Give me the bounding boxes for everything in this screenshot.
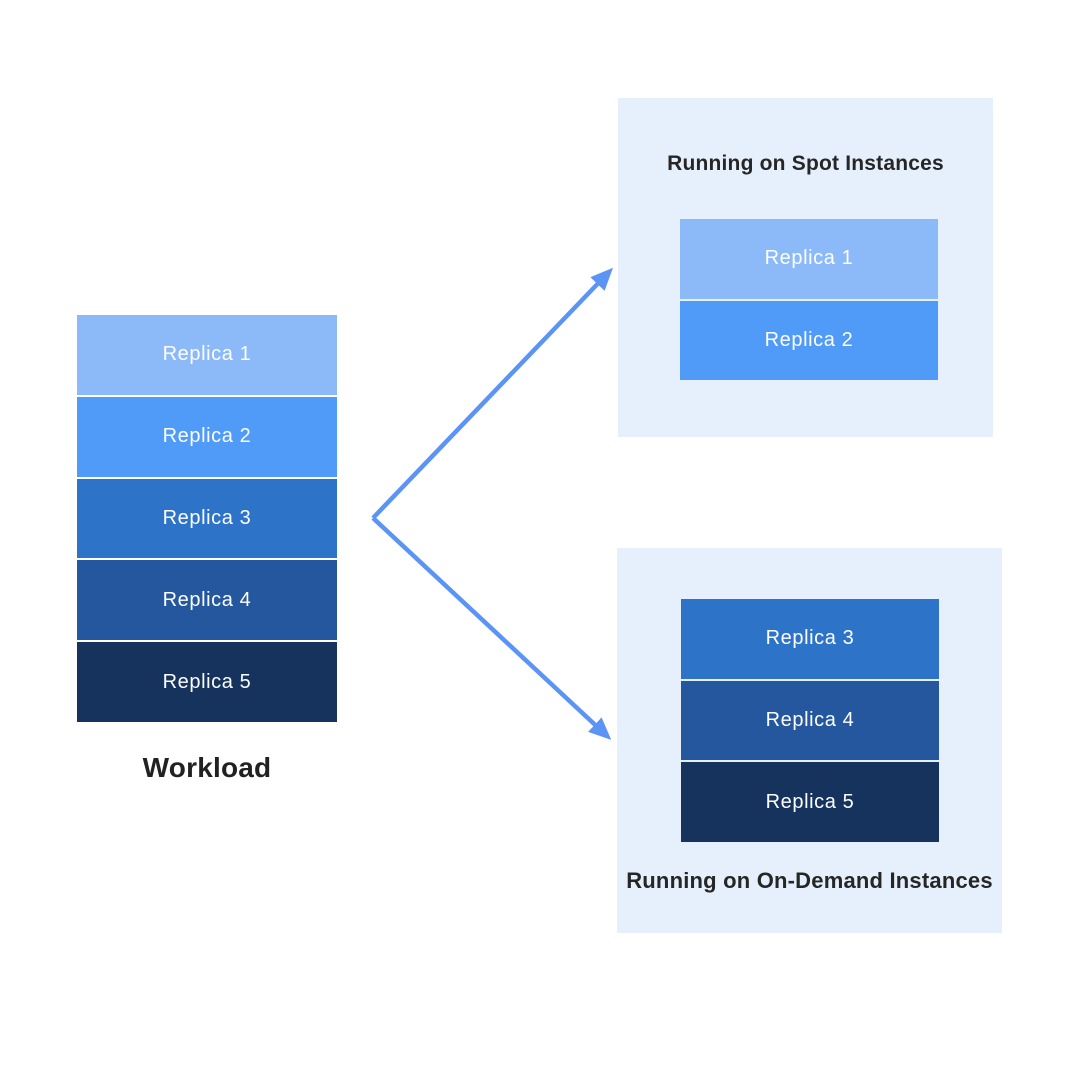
replica-block: Replica 3: [77, 478, 337, 559]
replica-block: Replica 4: [77, 560, 337, 641]
replica-block: Replica 3: [681, 599, 939, 679]
workload-label: Workload: [142, 752, 272, 783]
arrow-down-right-icon: [371, 516, 612, 740]
replica-block: Replica 1: [680, 219, 938, 299]
replica-block: Replica 2: [680, 300, 938, 380]
ondemand-panel-title: Running on On-Demand Instances: [626, 868, 993, 893]
replica-block: Replica 1: [77, 315, 337, 395]
replica-block: Replica 5: [681, 762, 939, 843]
replica-block: Replica 4: [681, 680, 939, 761]
replica-block: Replica 5: [77, 642, 337, 722]
spot-panel-title: Running on Spot Instances: [667, 152, 944, 175]
replica-block: Replica 2: [77, 396, 337, 477]
arrow-up-right-icon: [371, 267, 613, 520]
